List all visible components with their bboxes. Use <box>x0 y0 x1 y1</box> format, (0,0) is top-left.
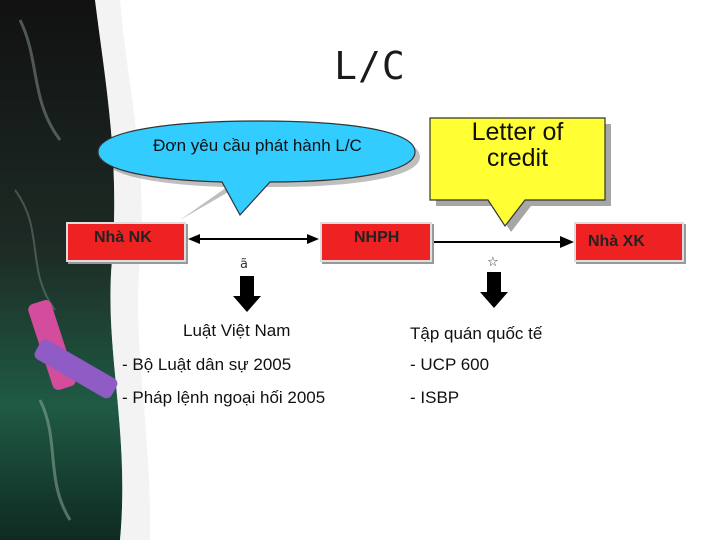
exporter-box: Nhà XK <box>574 222 684 262</box>
callout-letter-of-credit-shape <box>429 117 611 232</box>
right-column-heading: Tập quán quốc tế <box>410 324 543 343</box>
down-arrow-right-icon <box>480 272 508 308</box>
connector-bank-exporter <box>432 236 574 248</box>
down-arrow-left-icon <box>233 276 261 312</box>
left-column-item: - Pháp lệnh ngoại hối 2005 <box>122 388 326 407</box>
right-column-item: - ISBP <box>410 388 460 407</box>
page-title: L/C <box>334 44 406 88</box>
svg-text:ã: ã <box>240 257 248 272</box>
callout-letter-of-credit-text: Letter of credit <box>471 118 564 173</box>
exporter-label: Nhà XK <box>588 233 645 250</box>
left-column-item: - Bộ Luật dân sự 2005 <box>122 355 292 374</box>
svg-text:☆: ☆ <box>487 255 499 270</box>
chalk-purple-icon <box>34 339 118 399</box>
importer-label: Nhà NK <box>94 229 152 246</box>
callout-application-shape <box>97 120 420 220</box>
right-column-item: - UCP 600 <box>410 355 490 374</box>
connector-importer-bank <box>188 234 319 244</box>
issuing-bank-label: NHPH <box>354 229 400 246</box>
left-column-heading: Luật Việt Nam <box>183 321 291 340</box>
issuing-bank-box: NHPH <box>320 222 432 262</box>
importer-box: Nhà NK <box>66 222 186 262</box>
callout-application-text: Đơn yêu cầu phát hành L/C <box>153 136 362 155</box>
